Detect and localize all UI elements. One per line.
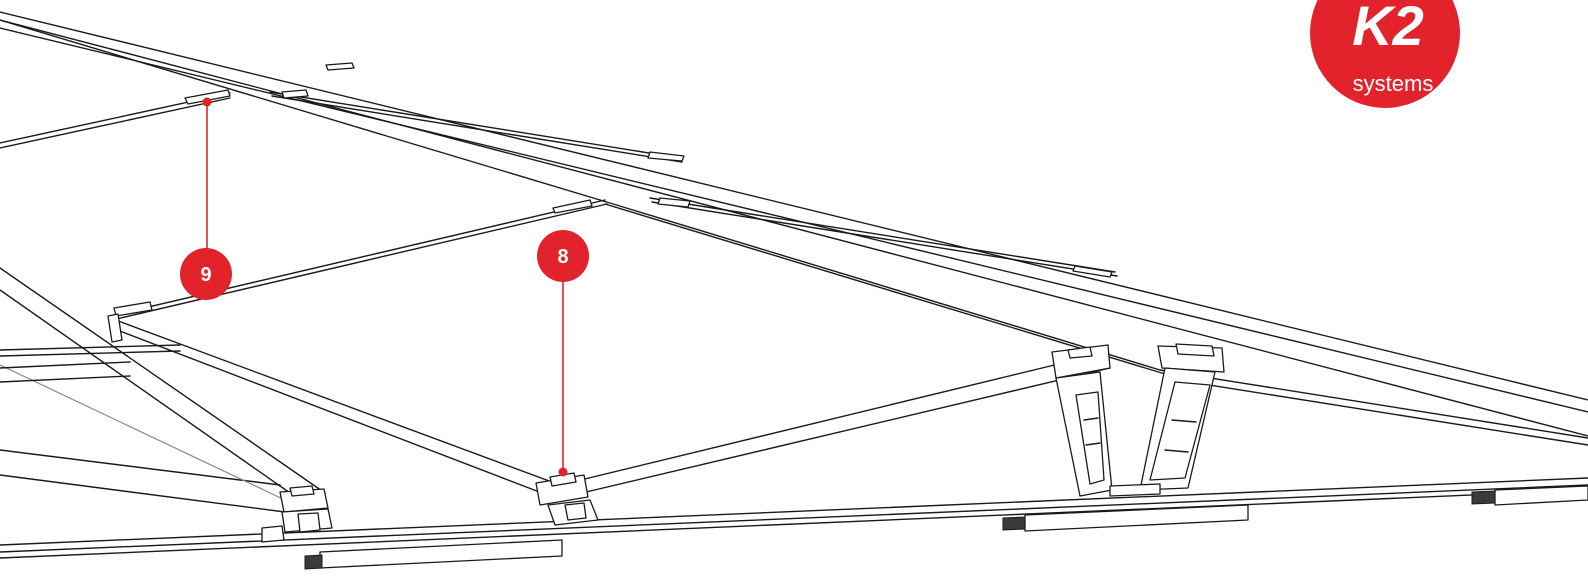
callout-9: 9 (180, 97, 232, 300)
tilt-support-front (1051, 344, 1113, 497)
tilt-support-rear (1109, 343, 1225, 497)
callout-8-label: 8 (557, 246, 568, 268)
ground-rails (0, 477, 1588, 570)
module-frame-lines (0, 11, 1588, 513)
logo-brand-text: systems (1353, 71, 1434, 96)
callout-8: 8 (537, 230, 589, 477)
callout-9-label: 9 (200, 264, 211, 286)
logo-brand-mark: K2 (1352, 0, 1424, 57)
front-foot-right (535, 472, 599, 526)
k2-systems-logo: K2 systems (1310, 0, 1460, 108)
front-foot-left (261, 485, 333, 543)
module-clamps (107, 62, 1113, 343)
